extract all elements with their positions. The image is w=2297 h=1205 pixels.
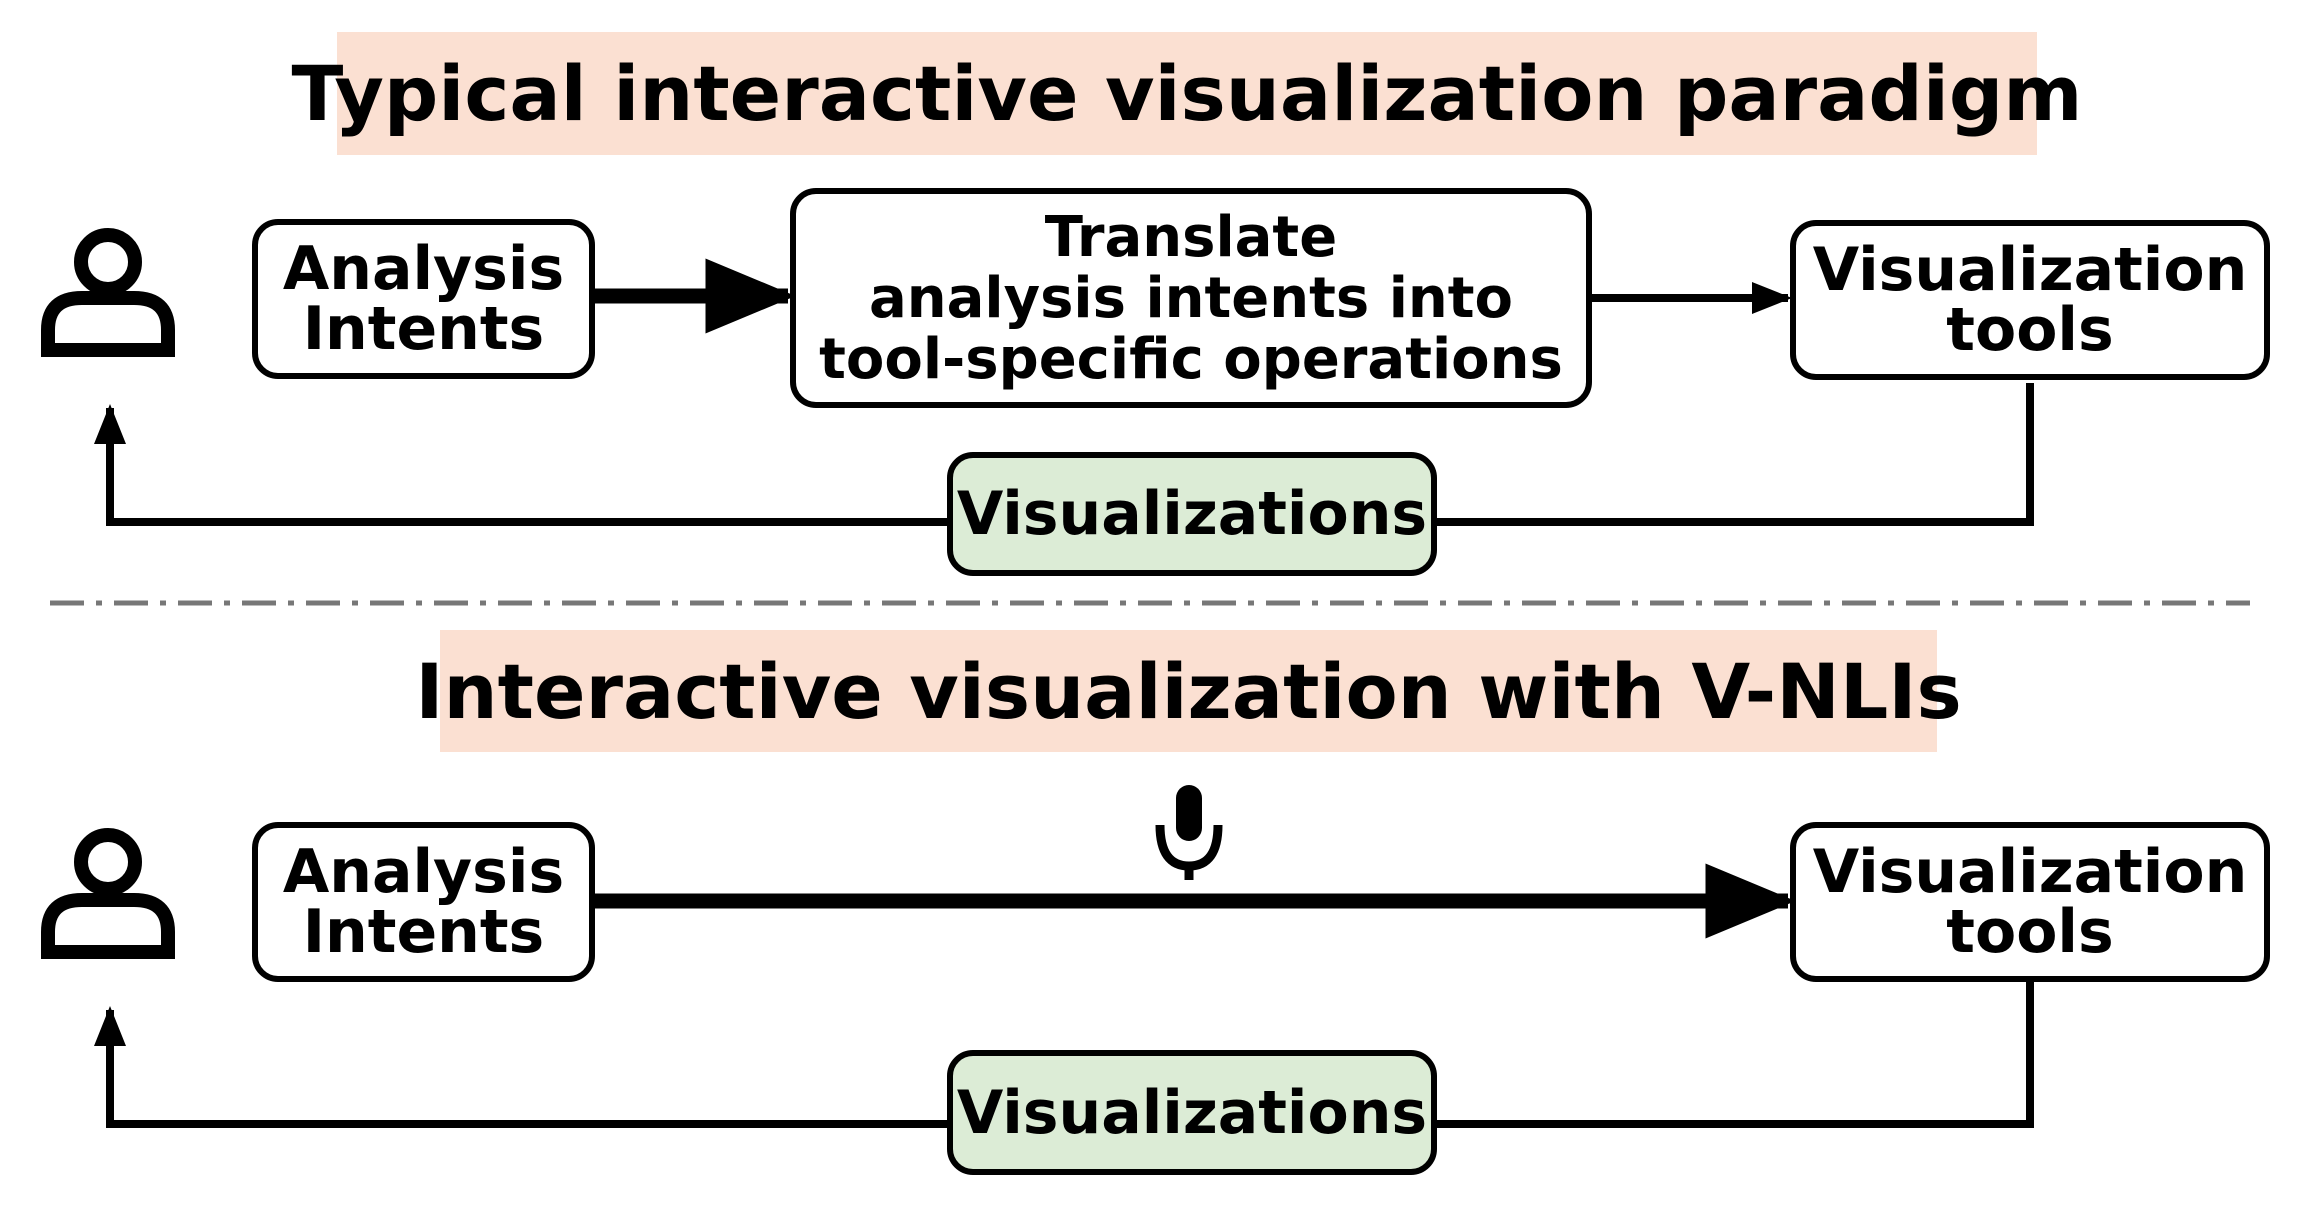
- visualization-tools-box-top: Visualization tools: [1790, 220, 2270, 380]
- microphone-icon: [1155, 785, 1223, 880]
- analysis-intents-label: Analysis Intents: [282, 837, 565, 967]
- visualization-tools-label: Visualization tools: [1812, 837, 2248, 967]
- bottom-section-title: Interactive visualization with V-NLIs: [415, 630, 1962, 752]
- translate-operations-label: Translate analysis intents into tool-spe…: [819, 204, 1563, 392]
- user-icon: [41, 828, 175, 959]
- visualization-tools-label: Visualization tools: [1812, 235, 2248, 365]
- visualizations-box-top: Visualizations: [947, 452, 1437, 576]
- analysis-intents-box-top: Analysis Intents: [252, 219, 595, 379]
- visualizations-label: Visualizations: [956, 1077, 1428, 1148]
- visualizations-label: Visualizations: [956, 479, 1428, 549]
- translate-operations-box: Translate analysis intents into tool-spe…: [790, 188, 1592, 408]
- top-section-title: Typical interactive visualization paradi…: [292, 32, 2082, 155]
- user-icon: [41, 228, 175, 357]
- analysis-intents-label: Analysis Intents: [282, 234, 565, 364]
- analysis-intents-box-bottom: Analysis Intents: [252, 822, 595, 982]
- visualizations-box-bottom: Visualizations: [947, 1050, 1437, 1175]
- visualization-tools-box-bottom: Visualization tools: [1790, 822, 2270, 982]
